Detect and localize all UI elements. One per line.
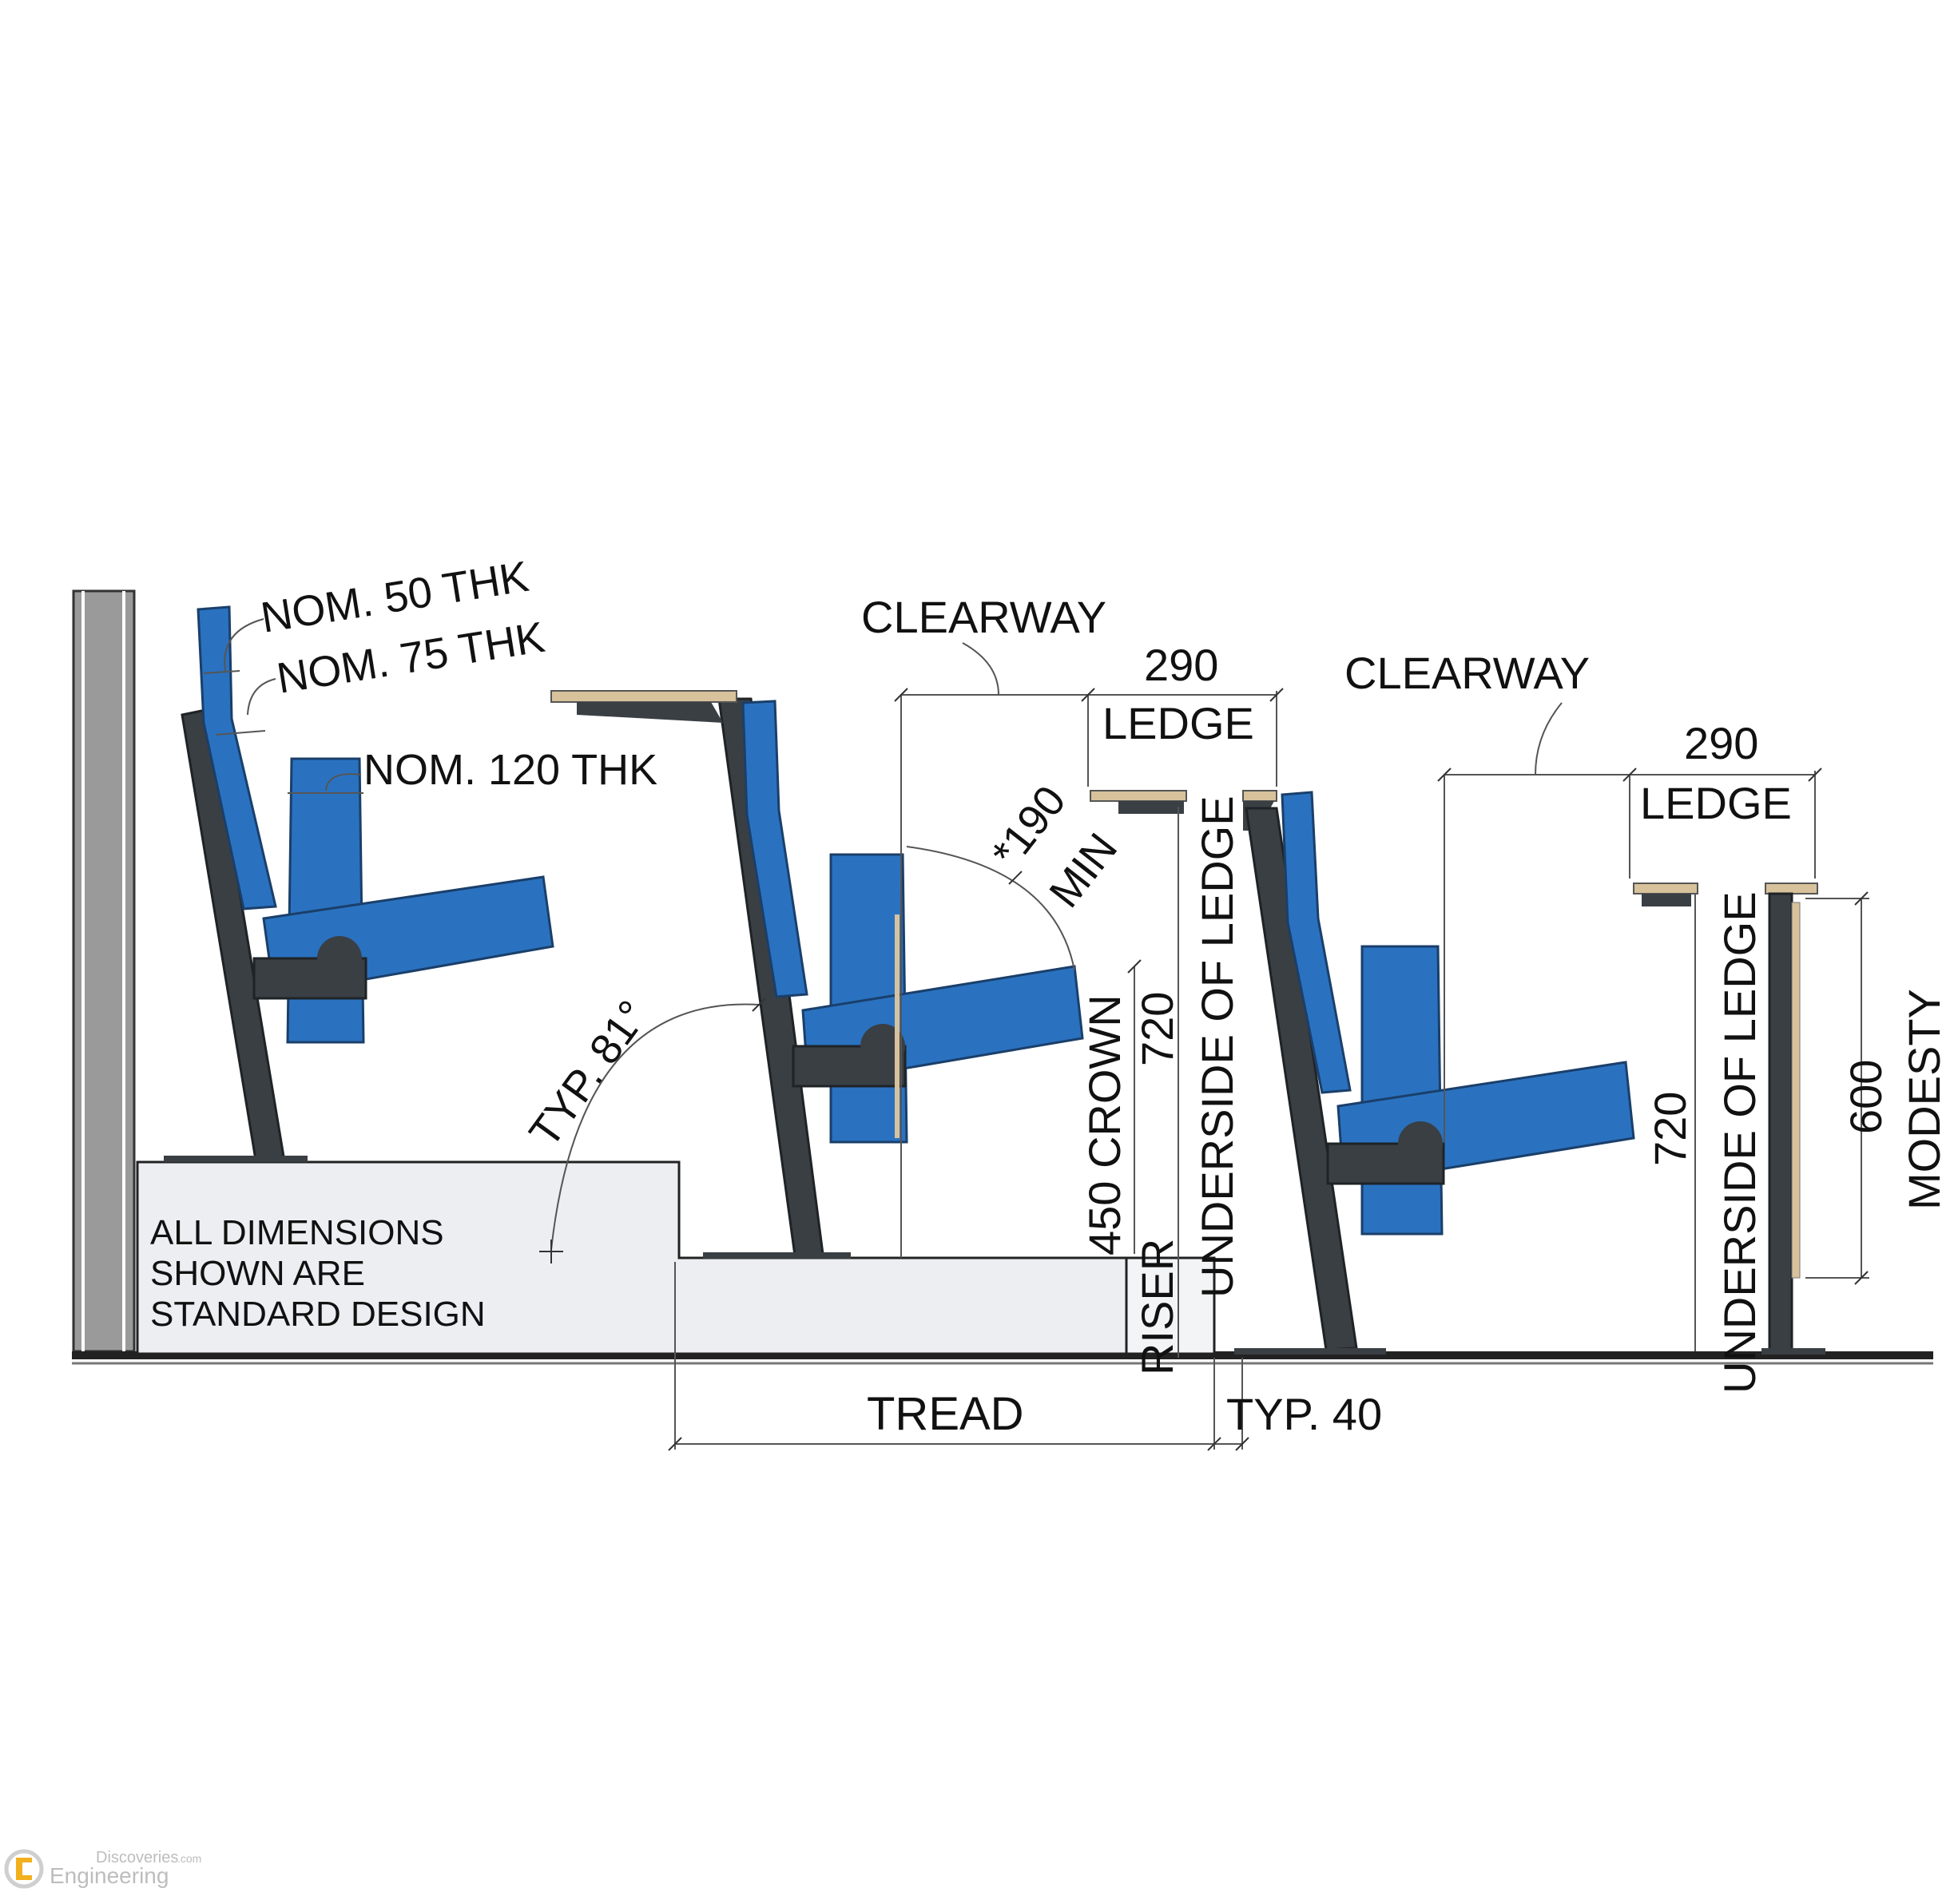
seat-row-1 bbox=[164, 605, 554, 1162]
note-line-1: ALL DIMENSIONS bbox=[150, 1213, 444, 1252]
seat-row-2 bbox=[703, 697, 1084, 1259]
label-riser: RISER bbox=[1132, 1239, 1182, 1375]
watermark: Discoveries .com Engineering bbox=[4, 1849, 201, 1889]
label-clearway-1: CLEARWAY bbox=[861, 592, 1106, 642]
label-600: 600 bbox=[1841, 1060, 1891, 1134]
label-typ-40: TYP. 40 bbox=[1226, 1389, 1382, 1439]
note-line-3: STANDARD DESIGN bbox=[150, 1295, 486, 1334]
watermark-line-1-suffix: .com bbox=[177, 1852, 201, 1865]
seat-row-3 bbox=[1234, 791, 1635, 1355]
label-clearway-2: CLEARWAY bbox=[1344, 648, 1590, 698]
label-typ-81: TYP. 81° bbox=[520, 992, 657, 1156]
label-underside-ledge-1: UNDERSIDE OF LEDGE bbox=[1192, 795, 1242, 1298]
note-line-2: SHOWN ARE bbox=[150, 1254, 365, 1293]
label-720-1: 720 bbox=[1132, 992, 1182, 1066]
label-450-crown: 450 CROWN bbox=[1079, 994, 1130, 1255]
dimension-ticks bbox=[539, 688, 1869, 1451]
lower-tier-step bbox=[1125, 1256, 1216, 1355]
label-ledge-2: LEDGE bbox=[1640, 778, 1792, 828]
ground-line bbox=[72, 1351, 1933, 1365]
front-modesty-panel bbox=[1633, 883, 1825, 1355]
back-wall bbox=[72, 589, 136, 1353]
label-modesty: MODESTY bbox=[1899, 989, 1949, 1210]
label-290-ledge-2: 290 bbox=[1684, 718, 1758, 768]
label-min: MIN bbox=[1040, 824, 1126, 916]
watermark-line-1: Discoveries bbox=[96, 1849, 178, 1866]
dimension-lines bbox=[203, 618, 1869, 1450]
labels: NOM. 50 THK NOM. 75 THK NOM. 120 THK CLE… bbox=[150, 553, 1949, 1440]
label-underside-ledge-2: UNDERSIDE OF LEDGE bbox=[1714, 891, 1765, 1394]
label-ledge-1: LEDGE bbox=[1102, 698, 1254, 748]
label-nom-120: NOM. 120 THK bbox=[363, 746, 657, 794]
label-720-2: 720 bbox=[1645, 1092, 1695, 1166]
label-tread: TREAD bbox=[867, 1388, 1024, 1440]
label-290-ledge-1: 290 bbox=[1144, 640, 1218, 690]
ledge-top-seat2 bbox=[550, 690, 737, 723]
watermark-line-2: Engineering bbox=[50, 1863, 169, 1888]
engineering-discoveries-logo-icon bbox=[4, 1849, 44, 1889]
